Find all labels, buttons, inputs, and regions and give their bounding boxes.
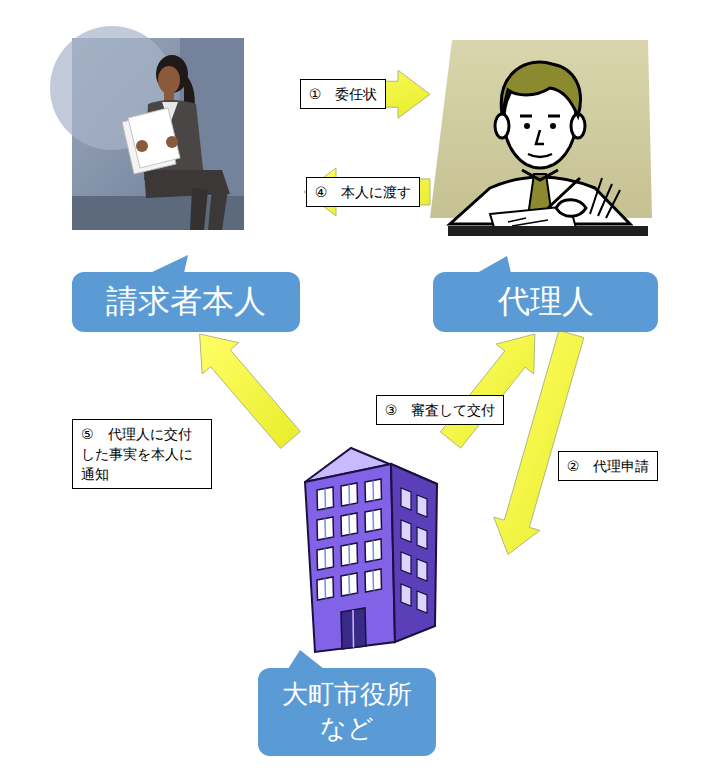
illustration-part: [341, 513, 358, 536]
illustration-part: [136, 140, 148, 152]
illustration-part: [417, 527, 427, 549]
illustration-part: [341, 573, 358, 596]
illustration-part: [495, 114, 509, 138]
illustration-part: [401, 520, 411, 542]
illustration-part: [324, 579, 326, 599]
illustration-part: [156, 55, 188, 93]
illustration-part: [372, 511, 374, 531]
illustration-part: [305, 464, 395, 652]
illustration-part: [417, 495, 427, 517]
illustration-part: [258, 668, 436, 756]
block-arrow: [200, 334, 301, 448]
illustration-part: [365, 479, 382, 502]
illustration-part: [158, 66, 180, 94]
illustration-part: [348, 545, 350, 565]
illustration-part: [317, 517, 334, 540]
illustration-part: [401, 488, 411, 510]
illustration-part: [550, 123, 556, 129]
illustration-part: [288, 650, 324, 669]
step-label: ⑤ 代理人に交付した事実を本人に通知: [72, 419, 212, 490]
step-label: ④ 本人に渡す: [306, 177, 421, 207]
illustration-part: [128, 108, 180, 168]
illustration-part: [341, 608, 366, 649]
block-arrow: [440, 334, 535, 448]
illustration-part: [556, 200, 586, 217]
illustration-part: [372, 481, 374, 501]
illustration-part: [417, 559, 427, 581]
illustration-part: [536, 130, 544, 144]
illustration-part: [348, 515, 350, 535]
illustration-part: [341, 483, 358, 506]
step-label: ② 代理申請: [558, 451, 659, 481]
illustration-part: [524, 123, 530, 129]
illustration-part: [166, 136, 178, 148]
illustration-part: [508, 218, 548, 226]
step-label: ① 委任状: [300, 79, 387, 109]
bubble-shape: 請求者本人: [72, 272, 300, 332]
illustration-part: [520, 115, 560, 118]
illustration-part: [150, 255, 188, 273]
illustration-part: [317, 487, 334, 510]
illustration-part: [341, 543, 358, 566]
illustration-part: [528, 154, 552, 157]
speech-bubble-node: 大町市役所 など: [258, 440, 508, 758]
illustration-part: [317, 479, 427, 613]
illustration-part: [72, 272, 300, 332]
illustration-part: [324, 519, 326, 539]
illustration-part: [372, 541, 374, 561]
agent-illustration: [430, 38, 652, 238]
illustration-part: [324, 549, 326, 569]
illustration-part: [391, 464, 437, 642]
illustration-part: [401, 584, 411, 606]
illustration-part: [401, 552, 411, 574]
node-label: 大町市役所 など: [268, 678, 426, 746]
illustration-part: [317, 547, 334, 570]
block-arrow: [304, 168, 430, 216]
bubble-shape: 代理人: [433, 272, 658, 332]
speech-bubble-node: 代理人: [430, 38, 658, 334]
illustration-part: [352, 610, 354, 648]
illustration-part: [501, 62, 580, 116]
illustration-part: [348, 575, 350, 595]
illustration-part: [448, 226, 648, 236]
illustration-part: [365, 569, 382, 592]
illustration-part: [433, 272, 658, 332]
step-label: ③ 審査して交付: [376, 395, 505, 425]
illustration-part: [324, 489, 326, 509]
illustration-part: [208, 188, 228, 230]
illustration-part: [590, 178, 620, 218]
illustration-part: [372, 571, 374, 591]
illustration-part: [365, 539, 382, 562]
bubble-shape: 大町市役所 など: [258, 668, 436, 756]
node-label: 代理人: [498, 281, 594, 323]
illustration-part: [190, 188, 208, 230]
illustration-part: [477, 256, 511, 273]
illustration-part: [522, 170, 558, 180]
city-hall-illustration: [285, 440, 450, 655]
woman-illustration: [72, 38, 244, 230]
speech-bubble-node: 請求者本人: [72, 38, 304, 334]
node-label: 請求者本人: [106, 281, 266, 323]
illustration-part: [317, 577, 334, 600]
illustration-part: [417, 591, 427, 613]
illustration-part: [348, 485, 350, 505]
illustration-part: [365, 509, 382, 532]
